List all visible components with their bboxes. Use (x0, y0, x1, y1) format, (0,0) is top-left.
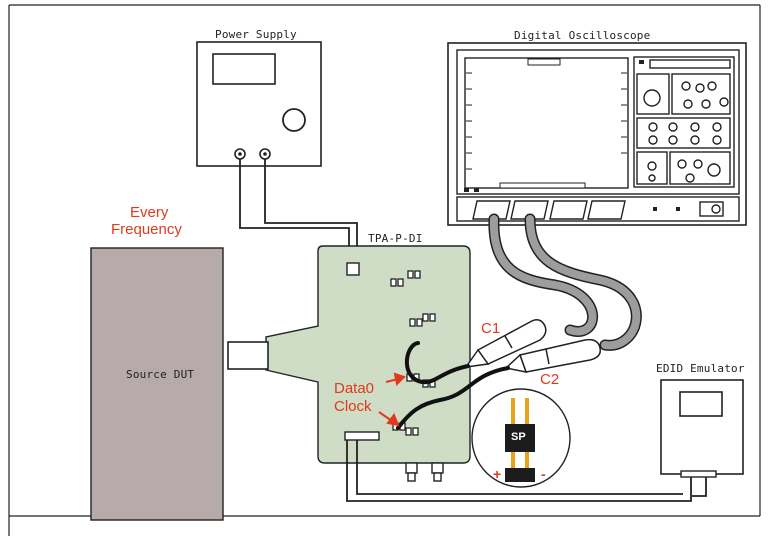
oscilloscope-screen (464, 57, 629, 189)
hdmi-cable (346, 440, 707, 502)
every-label: Every (130, 204, 169, 221)
edid-emulator (660, 379, 744, 478)
fixture-label: TPA-P-DI (368, 232, 423, 245)
oscilloscope-connectors (456, 196, 740, 222)
source-dut-label: Source DUT (126, 368, 195, 381)
oscilloscope-controls (633, 56, 735, 188)
probe-c1 (464, 319, 547, 368)
power-supply-display (212, 53, 276, 85)
hdmi-plug (227, 341, 269, 370)
minus-label: - (541, 466, 546, 482)
fixture-output-connector (344, 431, 380, 441)
c1-label: C1 (481, 320, 501, 337)
sp-label: SP (511, 431, 526, 443)
test-fixture (227, 245, 471, 482)
edid-display (679, 391, 723, 417)
oscilloscope-label: Digital Oscilloscope (514, 29, 651, 42)
probe-c2 (504, 338, 602, 373)
probe-cables (488, 213, 642, 351)
clock-label: Clock (334, 398, 372, 415)
probe-leads (396, 341, 510, 430)
fixture-pads (390, 270, 436, 436)
source-dut (90, 247, 224, 521)
sp-jumper (505, 424, 535, 452)
plus-label: + (493, 466, 502, 482)
data0-label: Data0 (334, 380, 375, 397)
power-supply (196, 41, 322, 167)
c2-label: C2 (540, 371, 560, 388)
frequency-label: Frequency (111, 221, 182, 238)
jumper-header (505, 468, 535, 482)
edid-connector (680, 470, 717, 478)
red-arrows (378, 372, 406, 427)
power-supply-knob (282, 108, 306, 132)
jumper-inset (471, 388, 571, 488)
power-connector (346, 262, 360, 276)
edid-label: EDID Emulator (656, 362, 745, 375)
oscilloscope (447, 42, 747, 226)
power-supply-label: Power Supply (215, 28, 297, 41)
sma-connectors (405, 462, 444, 482)
